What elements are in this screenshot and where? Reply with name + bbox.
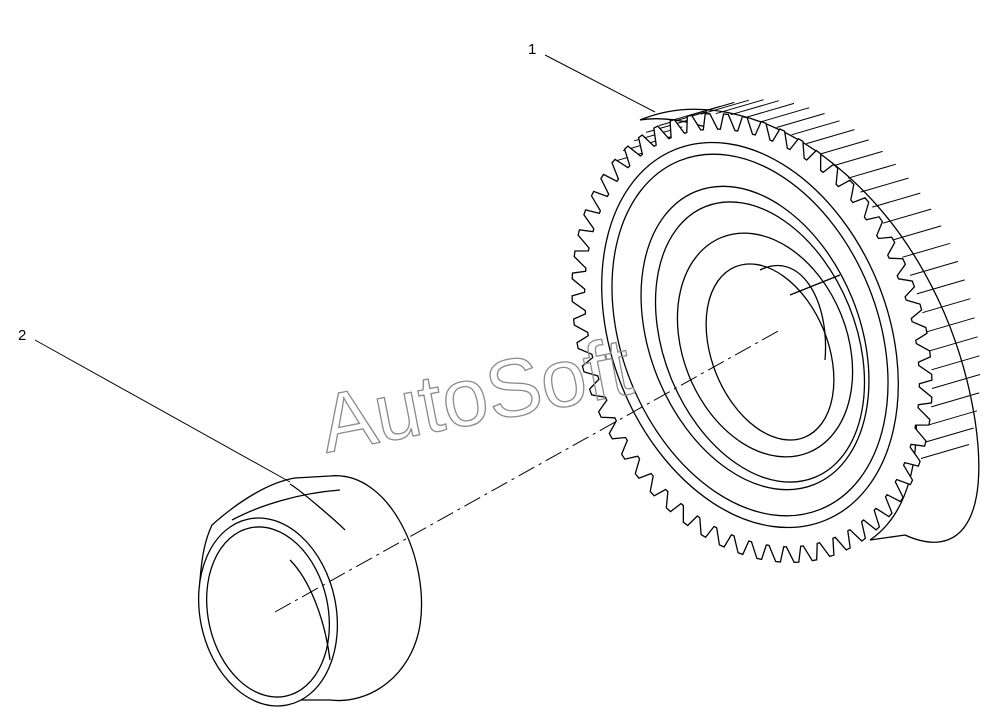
- gear-helix-line: [926, 317, 975, 333]
- gear-helix-line: [761, 107, 810, 123]
- gear-helix-line: [893, 225, 942, 241]
- gear-face-ring-outer: [601, 141, 899, 529]
- bushing-front-outer: [197, 517, 339, 707]
- gear-face-ring-3: [640, 185, 870, 491]
- gear-helix-line: [686, 101, 735, 117]
- gear-helix-line: [860, 177, 909, 193]
- gear-helix-line: [700, 99, 750, 115]
- gear-helix-line: [931, 355, 980, 371]
- gear-helix-line: [847, 163, 897, 179]
- gear-helix-line: [931, 392, 980, 408]
- gear-helix-line: [902, 242, 951, 258]
- gear-helix-line: [806, 129, 855, 145]
- bushing-front-inner: [205, 526, 331, 698]
- gear-helix-line: [658, 111, 708, 127]
- gear-bore: [705, 263, 835, 441]
- bushing-top-edge: [231, 489, 341, 521]
- gear-face-ring-2: [611, 153, 889, 517]
- callout-2: 2: [18, 327, 26, 344]
- gear-helix-line: [929, 336, 978, 352]
- gear-helix-line: [922, 298, 971, 314]
- leader-1: [544, 54, 656, 113]
- gear-helix-line: [925, 427, 974, 443]
- gear-helix-line: [883, 208, 932, 224]
- leader-2: [34, 339, 291, 483]
- gear-helix-line: [834, 150, 883, 166]
- gear-helix-line: [730, 100, 779, 116]
- gear-helix-line: [715, 99, 764, 115]
- helical-gear: [571, 99, 981, 563]
- watermark-text: AutoSoft: [313, 321, 639, 470]
- gear-bore-inner-edge: [759, 264, 827, 361]
- gear-helix-line: [920, 444, 970, 459]
- callout-1: 1: [528, 41, 536, 58]
- gear-helix-line: [776, 113, 825, 128]
- bushing-inner-wall: [289, 559, 331, 661]
- gear-helix-line: [791, 120, 840, 136]
- gear-helix-line: [931, 374, 981, 389]
- gear-helix-line: [909, 260, 959, 276]
- assembly-centerline: [274, 329, 781, 613]
- gear-helix-line: [872, 192, 921, 208]
- bushing-seam: [289, 483, 346, 531]
- gear-face-ring-4: [654, 201, 866, 483]
- bushing-sleeve: [197, 475, 423, 707]
- gear-helix-line: [928, 410, 978, 426]
- gear-helix-line: [916, 279, 965, 295]
- gear-bore-depth: [789, 274, 841, 296]
- gear-hub-ring: [676, 232, 854, 458]
- gear-helix-line: [745, 102, 795, 118]
- gear-helix-line: [820, 139, 869, 155]
